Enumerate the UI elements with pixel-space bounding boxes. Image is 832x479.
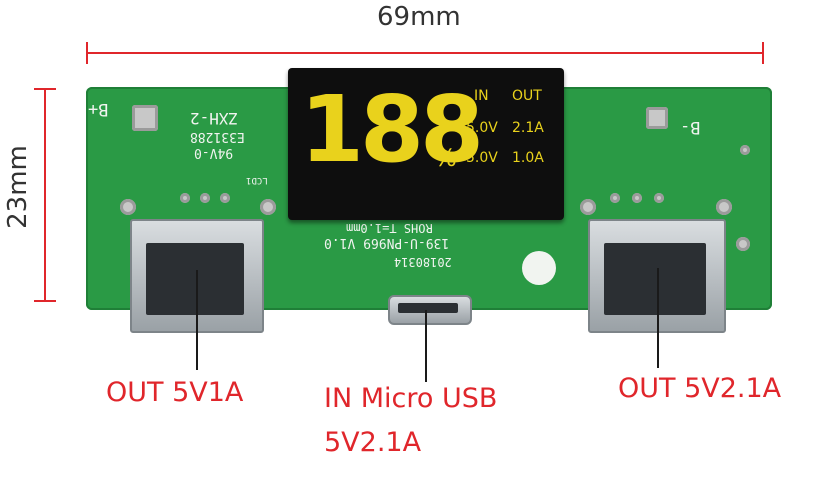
silk-model-zxh: ZXH-2 bbox=[190, 109, 239, 128]
micro-usb-port bbox=[388, 295, 472, 325]
usb-tab-pad bbox=[260, 199, 276, 215]
width-dimension-cap-left bbox=[86, 42, 88, 64]
silk-part-number: 139-U-PN969 V1.0 bbox=[324, 235, 450, 250]
silk-rohs: ROHS T=1.0mm bbox=[346, 221, 433, 235]
silk-battery-plus: B+ bbox=[88, 99, 109, 119]
silk-date-code: 20180314 bbox=[394, 255, 452, 269]
usb-pin-pad bbox=[200, 193, 210, 203]
usb-pin-pad bbox=[654, 193, 664, 203]
battery-plus-pad bbox=[132, 105, 158, 131]
callout-out-5v1a: OUT 5V1A bbox=[106, 377, 244, 408]
lcd-row2-voltage: 5.0V bbox=[466, 150, 498, 166]
silk-lcd-label: LCD1 bbox=[246, 175, 268, 185]
callout-in-5v2-1a: 5V2.1A bbox=[324, 427, 422, 458]
usb-pin-pad bbox=[632, 193, 642, 203]
lcd-percent: % bbox=[434, 144, 457, 172]
lcd-row1-current: 2.1A bbox=[512, 120, 544, 136]
height-dimension-cap-top bbox=[34, 88, 56, 90]
usb-tab-pad bbox=[120, 199, 136, 215]
silk-model-e331288: E331288 bbox=[190, 129, 245, 144]
width-dimension-label: 69mm bbox=[377, 2, 461, 32]
callout-line-center bbox=[425, 310, 427, 382]
silk-battery-minus: B- bbox=[680, 117, 701, 137]
usb-pin-pad bbox=[180, 193, 190, 203]
usb-a-port-left-opening bbox=[146, 243, 244, 315]
via-pad bbox=[736, 237, 750, 251]
callout-line-right bbox=[657, 268, 659, 368]
via-pad bbox=[740, 145, 750, 155]
usb-a-port-right-opening bbox=[604, 243, 706, 315]
silk-model-94v0: 94V-0 bbox=[194, 145, 234, 160]
usb-pin-pad bbox=[610, 193, 620, 203]
lcd-header-out: OUT bbox=[512, 88, 542, 104]
callout-out-5v2-1a: OUT 5V2.1A bbox=[618, 373, 782, 404]
height-dimension-cap-bottom bbox=[34, 300, 56, 302]
height-dimension-label: 23mm bbox=[3, 145, 33, 229]
callout-line-left bbox=[196, 270, 198, 370]
usb-tab-pad bbox=[716, 199, 732, 215]
width-dimension-line bbox=[86, 52, 764, 54]
height-dimension-line bbox=[44, 88, 46, 302]
lcd-display: 188 % IN OUT 5.0V 2.1A 5.0V 1.0A bbox=[288, 68, 564, 220]
usb-tab-pad bbox=[580, 199, 596, 215]
manufacturer-logo-icon bbox=[522, 251, 556, 285]
callout-in-micro-usb: IN Micro USB bbox=[324, 383, 498, 414]
lcd-row1-voltage: 5.0V bbox=[466, 120, 498, 136]
lcd-row2-current: 1.0A bbox=[512, 150, 544, 166]
width-dimension-cap-right bbox=[762, 42, 764, 64]
battery-minus-pad bbox=[646, 107, 668, 129]
micro-usb-port-opening bbox=[398, 303, 458, 313]
lcd-header-in: IN bbox=[474, 88, 489, 104]
usb-pin-pad bbox=[220, 193, 230, 203]
lcd-digits: 188 bbox=[300, 76, 484, 183]
